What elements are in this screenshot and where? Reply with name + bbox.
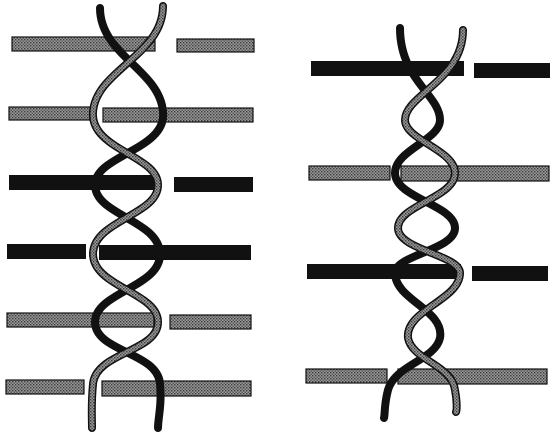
right-strand-solid: [384, 28, 455, 418]
left-rod-3: [9, 175, 253, 192]
right-rod-4: [306, 369, 547, 384]
left-rod-4: [7, 244, 251, 260]
left-rod-5: [7, 313, 251, 329]
right-rod-1: [311, 61, 550, 78]
left-weave-panel: [6, 6, 254, 428]
right-rod-3: [307, 264, 548, 281]
left-rod-6: [6, 380, 251, 396]
right-rod-2: [309, 166, 549, 181]
left-rod-2: [9, 107, 253, 122]
left-rod-1: [12, 37, 254, 52]
right-weave-panel: [306, 28, 550, 418]
